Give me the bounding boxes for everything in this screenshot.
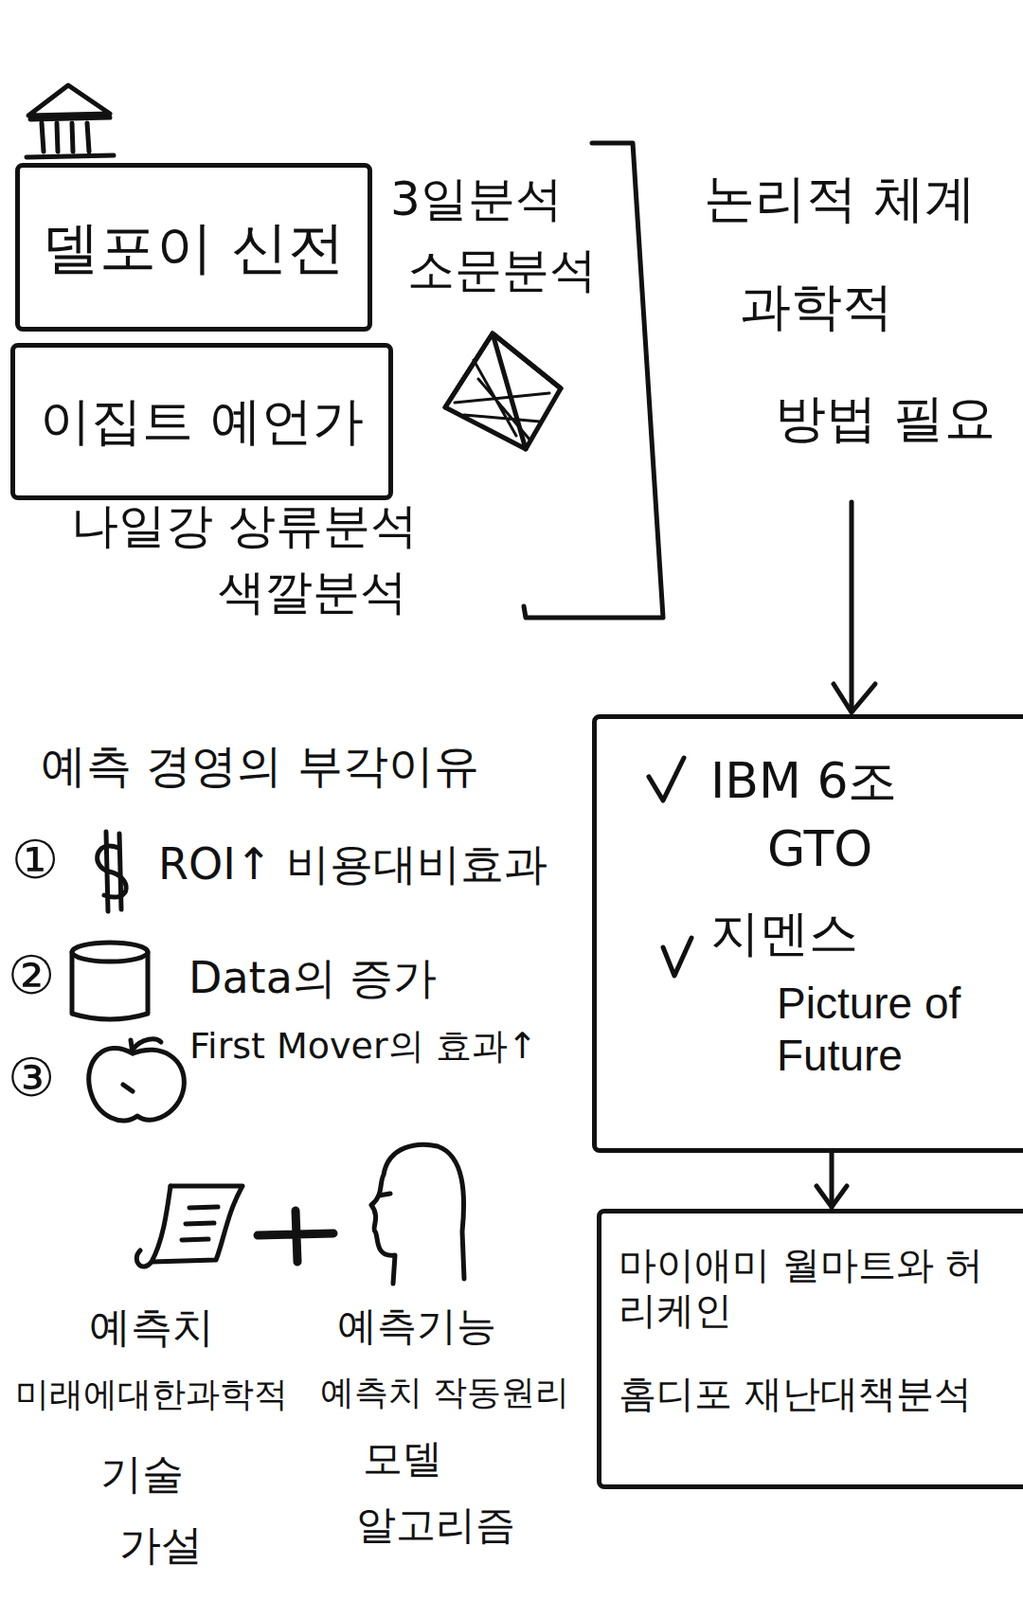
note-label: 알고리즘 (356, 1501, 516, 1549)
note-box: IBM 6조 GTO 지멘스 Picture of Future (592, 714, 1023, 1153)
note-label: First Mover의 효과↑ (189, 1024, 539, 1069)
note-label: 가설 (119, 1520, 203, 1571)
box-text: 이집트 예언가 (39, 391, 363, 453)
note-label: ② (7, 943, 55, 1007)
note-label: ③ (7, 1045, 55, 1110)
box-text: 델포이 신전 (42, 213, 345, 282)
note-label: ROI↑ 비용대비효과 (158, 838, 548, 891)
note-label: ① (11, 827, 59, 892)
database-icon (71, 942, 148, 1020)
temple-icon (26, 85, 114, 158)
note-label: 3일분석 (390, 170, 563, 228)
check-mark (648, 757, 692, 976)
note-label: 모델 (362, 1435, 443, 1483)
box-text: 마이애미 월마트와 허리케인 (618, 1241, 1009, 1333)
note-box: 이집트 예언가 (10, 342, 394, 501)
pyramid-icon (445, 333, 561, 449)
note-label: 예측기능 (337, 1302, 497, 1350)
note-box: 델포이 신전 (15, 162, 373, 332)
note-box: 마이애미 월마트와 허리케인홈디포 재난대책분석 (596, 1208, 1023, 1490)
arrow-connector (816, 1152, 847, 1207)
scroll-icon (136, 1185, 243, 1267)
box-text: 홈디포 재난대책분석 (618, 1370, 1009, 1417)
note-label: 나일강 상류분석 (71, 497, 418, 555)
box-text: IBM 6조 (710, 751, 1023, 810)
apple-icon (89, 1039, 185, 1121)
note-label: 방법 필요 (774, 388, 996, 450)
note-label: 기술 (100, 1449, 184, 1500)
note-label: 과학적 (739, 276, 894, 339)
note-label: 예측치 작동원리 (320, 1371, 570, 1413)
box-text: Picture of Future (776, 977, 1023, 1082)
plus-icon (257, 1210, 334, 1262)
leader-arrow (833, 502, 876, 713)
note-label: 미래에대한과학적 (15, 1373, 288, 1415)
box-text: GTO (767, 819, 1023, 879)
note-label: 논리적 체계 (703, 168, 976, 231)
note-label: Data의 증가 (188, 951, 437, 1005)
note-label: 색깔분석 (217, 563, 408, 621)
dollar-icon (97, 831, 127, 912)
box-text: 지멘스 (710, 903, 1023, 963)
note-label: 예측 경영의 부각이유 (40, 738, 480, 794)
head-icon (371, 1144, 465, 1284)
note-label: 소문분석 (407, 241, 597, 299)
note-label: 예측치 (89, 1302, 215, 1353)
